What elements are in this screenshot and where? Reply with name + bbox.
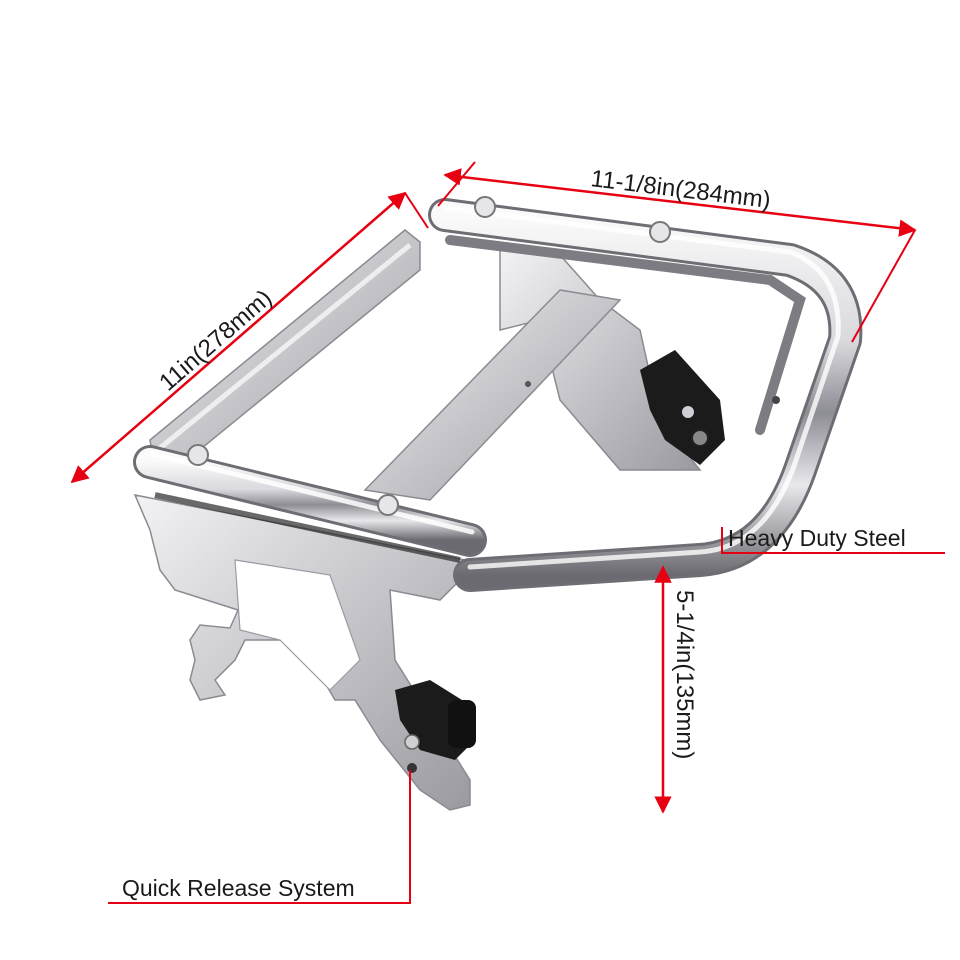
latch-rear (640, 350, 725, 465)
depth-dimension-arrow (70, 191, 429, 484)
material-label: Heavy Duty Steel (728, 525, 906, 551)
height-label: 5-1/4in(135mm) (671, 590, 698, 759)
mount-plate-front (133, 493, 471, 811)
width-label: 11-1/8in(284mm) (589, 165, 772, 214)
center-strap (363, 289, 622, 501)
feature-leader (108, 770, 411, 904)
latch-front (395, 680, 476, 773)
feature-label: Quick Release System (122, 875, 355, 901)
rear-inner-rail (445, 235, 806, 435)
material-leader (721, 527, 945, 554)
width-dimension-arrow (437, 161, 917, 343)
